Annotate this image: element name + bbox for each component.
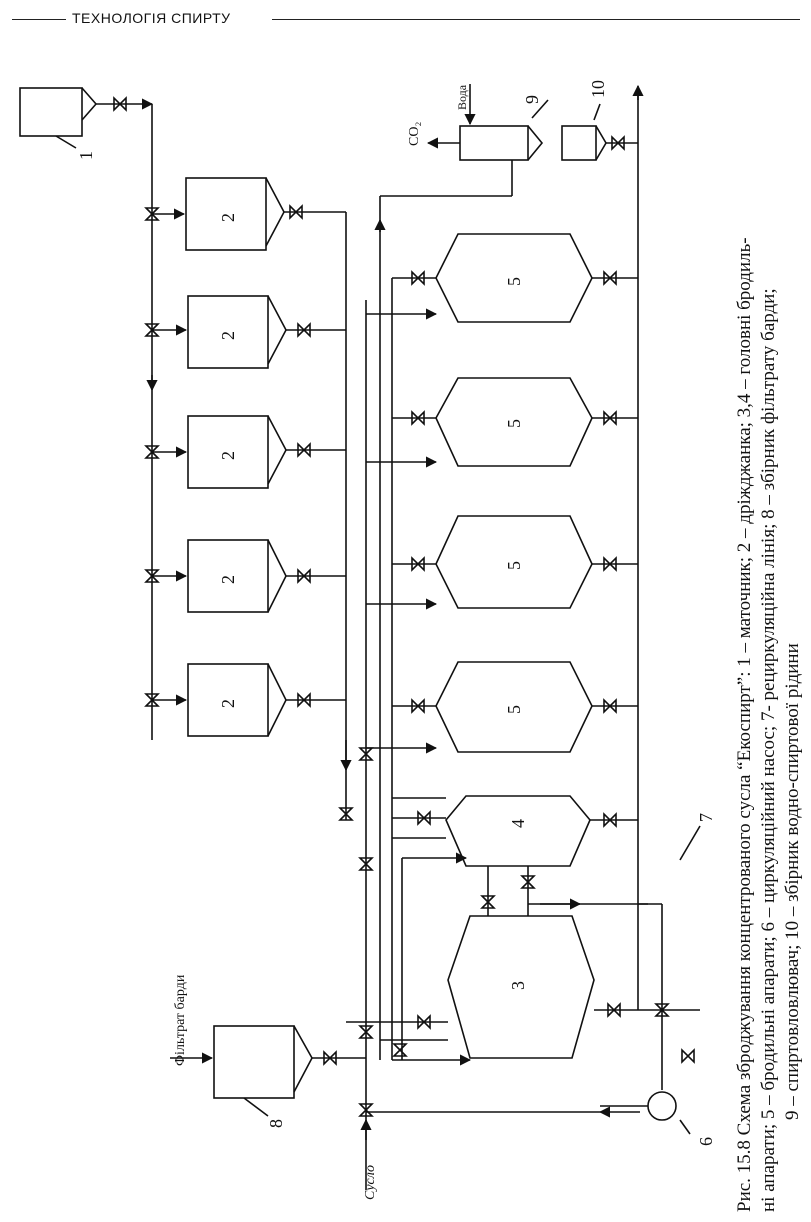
label-wort: Сусло bbox=[363, 1165, 378, 1200]
filtrate-collector-8 bbox=[213, 1025, 313, 1099]
label-unit-5a: 5 bbox=[504, 277, 524, 286]
label-unit-5b: 5 bbox=[504, 419, 524, 428]
label-unit-3: 3 bbox=[508, 981, 528, 990]
circulation-pump-6 bbox=[647, 1091, 677, 1121]
caption-line-3: 9 – спиртовловлювач; 10 – збірник водно-… bbox=[782, 643, 803, 1120]
label-unit-1: 1 bbox=[76, 151, 96, 160]
header-rule-left bbox=[12, 19, 66, 20]
label-unit-7: 7 bbox=[696, 813, 716, 822]
unit-number-labels: 1 2 2 2 2 2 5 5 5 5 4 3 6 7 8 9 10 bbox=[76, 80, 716, 1146]
alcohol-trap-9 bbox=[459, 125, 544, 161]
label-unit-5d: 5 bbox=[504, 705, 524, 714]
stream-labels: CO₂ Вода Фільтрат барди Сусло bbox=[173, 84, 469, 1200]
label-co2: CO₂ bbox=[407, 122, 422, 146]
label-water: Вода bbox=[455, 84, 469, 110]
label-unit-2d: 2 bbox=[218, 575, 238, 584]
label-unit-9: 9 bbox=[522, 95, 542, 104]
label-unit-10: 10 bbox=[588, 80, 608, 98]
caption-line-2: ні апарати; 5 – бродильні апарати; 6 – ц… bbox=[758, 288, 779, 1212]
header-rule-right bbox=[272, 19, 800, 20]
figure-caption: Рис. 15.8 Схема зброджування концентрова… bbox=[734, 237, 803, 1212]
label-unit-6: 6 bbox=[696, 1137, 716, 1146]
label-unit-2e: 2 bbox=[218, 699, 238, 708]
page-header: ТЕХНОЛОГІЯ СПИРТУ bbox=[0, 8, 811, 32]
seed-tank-1 bbox=[19, 87, 146, 149]
label-unit-2c: 2 bbox=[218, 451, 238, 460]
label-unit-5c: 5 bbox=[504, 561, 524, 570]
fermenters-5 bbox=[435, 233, 593, 753]
valves bbox=[113, 96, 695, 1117]
running-head-title: ТЕХНОЛОГІЯ СПИРТУ bbox=[72, 10, 231, 26]
label-unit-2b: 2 bbox=[218, 331, 238, 340]
caption-line-1: Рис. 15.8 Схема зброджування концентрова… bbox=[734, 237, 755, 1212]
label-unit-2a: 2 bbox=[218, 213, 238, 222]
head-fermenter-4 bbox=[445, 795, 591, 867]
label-unit-8: 8 bbox=[266, 1119, 286, 1128]
head-fermenter-3 bbox=[447, 915, 595, 1059]
collector-10 bbox=[561, 125, 607, 161]
label-stillage-filtrate: Фільтрат барди bbox=[173, 974, 188, 1066]
label-unit-4: 4 bbox=[508, 819, 528, 828]
